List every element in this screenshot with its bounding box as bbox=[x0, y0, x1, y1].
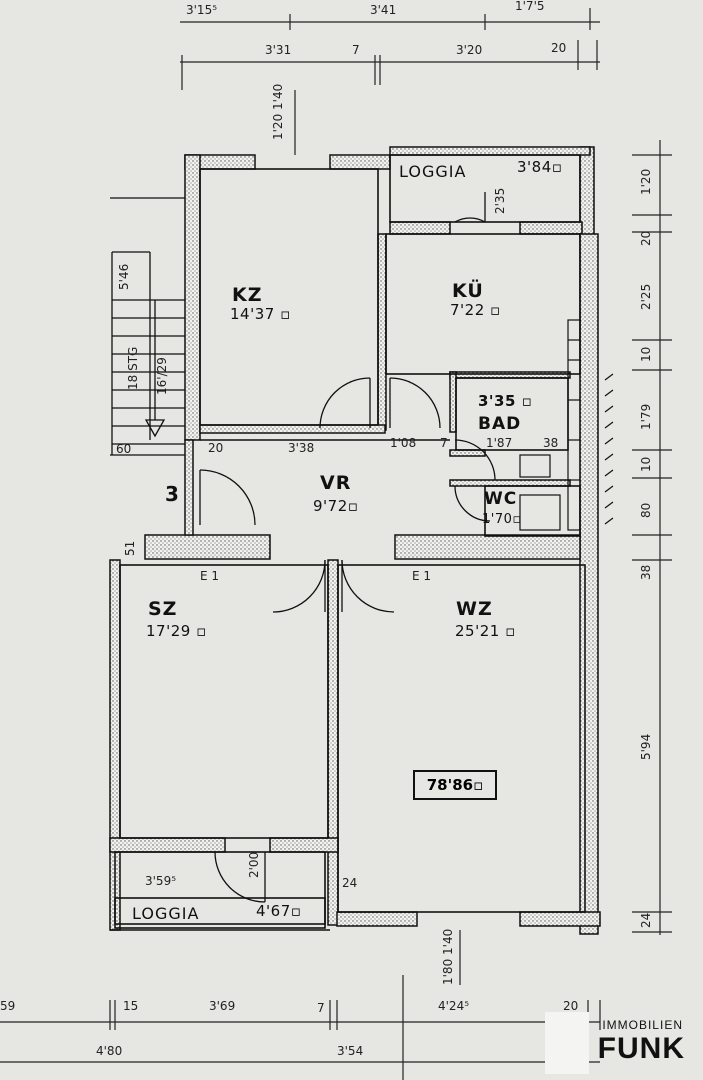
bottom-dim-7: 4'80 bbox=[96, 1044, 123, 1058]
brand-small-text: IMMOBILIEN bbox=[602, 1018, 683, 1032]
left-dim-51: 51 bbox=[123, 540, 137, 556]
top-dim-4: 3'31 bbox=[265, 43, 292, 57]
hall-dim-6: 38 bbox=[543, 436, 559, 450]
room-name-wz: WZ bbox=[456, 598, 493, 620]
hall-dim-3: 1'08 bbox=[390, 436, 417, 450]
right-dim-1: 1'20 bbox=[639, 168, 653, 195]
hall-dim-1: 20 bbox=[208, 441, 224, 455]
room-name-kz: KZ bbox=[232, 284, 263, 306]
e1-right-label: E 1 bbox=[412, 569, 432, 583]
vent-marks bbox=[604, 373, 614, 525]
walls bbox=[109, 146, 601, 935]
bottom-dimension-lines bbox=[0, 930, 601, 1080]
room-area-wc: 1'70▫ bbox=[482, 512, 522, 527]
stair-steps: 18 STG bbox=[126, 346, 140, 390]
room-area-kz: 14'37 ▫ bbox=[230, 305, 291, 323]
bottom-vert-dim: 1'80 1'40 bbox=[441, 928, 455, 985]
room-area-loggia-bottom: 4'67▫ bbox=[256, 902, 302, 920]
room-name-loggia-top: LOGGIA bbox=[399, 162, 467, 181]
stair-dim: 60 bbox=[116, 442, 132, 456]
e1-left-label: E 1 bbox=[200, 569, 220, 583]
top-dim-1: 3'15⁵ bbox=[186, 3, 218, 17]
top-dim-6: 3'20 bbox=[456, 43, 483, 57]
brand-logo: IMMOBILIEN FUNK bbox=[545, 1012, 703, 1080]
bottom-dim-1: 59 bbox=[0, 999, 16, 1013]
bottom-inner-dim-1: 3'59⁵ bbox=[145, 874, 177, 888]
door-swings bbox=[199, 192, 496, 903]
top-vert-dim: 1'20 1'40 bbox=[271, 83, 285, 140]
stair-ratio: 16'/29 bbox=[155, 357, 169, 395]
right-dimension-lines bbox=[632, 140, 672, 935]
brand-big-text: FUNK bbox=[597, 1032, 685, 1065]
room-name-ku: KÜ bbox=[452, 280, 484, 302]
right-dim-8: 38 bbox=[639, 564, 653, 580]
bottom-dim-8: 3'54 bbox=[337, 1044, 364, 1058]
bottom-dim-2: 15 bbox=[123, 999, 139, 1013]
staircase bbox=[110, 197, 185, 456]
room-name-bad: BAD bbox=[478, 414, 522, 434]
top-dimension-lines bbox=[180, 8, 600, 155]
right-dim-5: 1'79 bbox=[639, 403, 653, 430]
stair-width: 5'46 bbox=[117, 263, 131, 290]
room-name-loggia-bottom: LOGGIA bbox=[132, 904, 200, 923]
hall-dim-5: 1'87 bbox=[486, 436, 513, 450]
loggia-door-dim: 2'35 bbox=[493, 187, 507, 214]
right-dim-2: 20 bbox=[639, 230, 653, 246]
top-dim-5: 7 bbox=[352, 43, 360, 57]
top-dim-3: 1'7'5 bbox=[515, 0, 545, 13]
room-outlines bbox=[110, 154, 586, 931]
bottom-dim-6: 20 bbox=[563, 999, 579, 1013]
room-name-sz: SZ bbox=[148, 598, 178, 620]
room-area-wz: 25'21 ▫ bbox=[455, 622, 516, 640]
room-area-loggia-top: 3'84▫ bbox=[517, 158, 563, 176]
room-name-vr: VR bbox=[320, 472, 352, 494]
right-dim-6: 10 bbox=[639, 456, 653, 472]
right-dim-7: 80 bbox=[639, 502, 653, 518]
bottom-inner-dim-2: 24 bbox=[342, 876, 358, 890]
top-dim-7: 20 bbox=[551, 41, 567, 55]
brand-block bbox=[545, 1012, 589, 1074]
room-name-wc: WC bbox=[484, 489, 518, 509]
room-area-vr: 9'72▫ bbox=[313, 497, 359, 515]
bottom-door-dim: 2'00 bbox=[247, 851, 261, 878]
bottom-dim-5: 4'24⁵ bbox=[438, 999, 470, 1013]
right-dim-9: 5'94 bbox=[639, 733, 653, 760]
bottom-dim-4: 7 bbox=[317, 1001, 325, 1015]
fixtures bbox=[519, 319, 581, 531]
bottom-dim-3: 3'69 bbox=[209, 999, 236, 1013]
total-area-box: 78'86▫ bbox=[413, 770, 497, 800]
hall-dim-2: 3'38 bbox=[288, 441, 315, 455]
room-area-sz: 17'29 ▫ bbox=[146, 622, 207, 640]
right-dim-4: 10 bbox=[639, 346, 653, 362]
right-dim-3: 2'25 bbox=[639, 283, 653, 310]
room-area-bad: 3'35 ▫ bbox=[478, 392, 533, 410]
hall-dim-4: 7 bbox=[440, 436, 448, 450]
top-dim-2: 3'41 bbox=[370, 3, 397, 17]
room-area-ku: 7'22 ▫ bbox=[450, 301, 501, 319]
stair-number: 3 bbox=[165, 482, 179, 506]
right-dim-10: 24 bbox=[639, 912, 653, 928]
